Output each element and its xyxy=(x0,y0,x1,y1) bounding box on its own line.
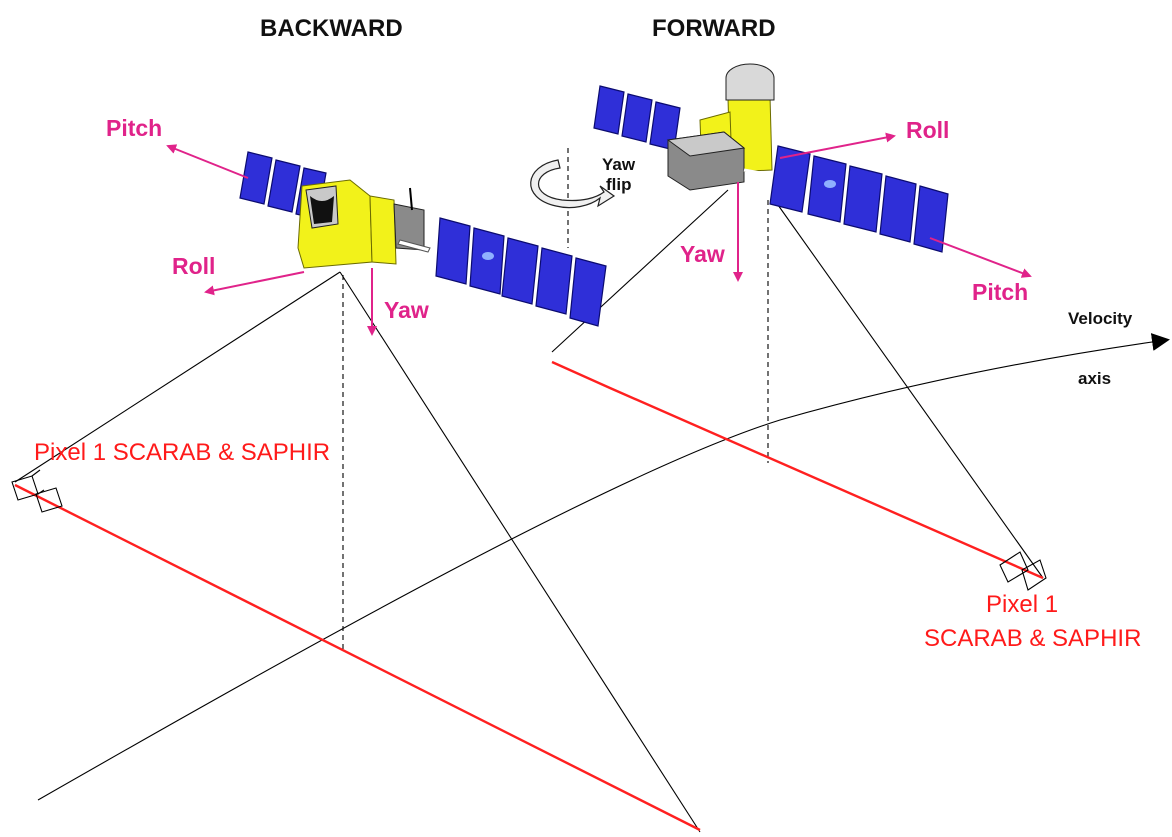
yaw-flip-label-line1: Yaw xyxy=(602,155,636,174)
backward-los-left xyxy=(14,271,341,483)
forward-pitch-label: Pitch xyxy=(972,279,1028,305)
yaw-flip-rotation-icon xyxy=(530,159,616,209)
heading-backward: BACKWARD xyxy=(260,15,403,42)
forward-roll-arrow xyxy=(779,132,896,159)
backward-satellite-body xyxy=(297,179,431,269)
forward-right-solar-array xyxy=(769,145,949,253)
forward-pixel-label-line2: SCARAB & SAPHIR xyxy=(924,625,1141,652)
backward-right-solar-array xyxy=(435,217,607,327)
backward-yaw-label: Yaw xyxy=(384,297,429,323)
forward-pixel-label-line1: Pixel 1 xyxy=(986,591,1058,618)
backward-pitch-arrow xyxy=(166,144,249,179)
forward-los-left xyxy=(551,189,729,353)
forward-yaw-label: Yaw xyxy=(680,241,725,267)
forward-pitch-arrow xyxy=(929,237,1032,278)
forward-los-right xyxy=(777,204,1044,579)
backward-pixel-label: Pixel 1 SCARAB & SAPHIR xyxy=(34,439,330,466)
velocity-axis-curve xyxy=(37,333,1170,801)
forward-satellite xyxy=(593,63,1032,282)
yaw-flip-label-line2: flip xyxy=(606,175,632,194)
velocity-axis-label-line1: Velocity xyxy=(1068,309,1133,328)
forward-pixel-footprint xyxy=(999,551,1047,591)
backward-satellite xyxy=(166,144,607,336)
forward-satellite-body xyxy=(666,63,779,191)
velocity-axis-label-line2: axis xyxy=(1078,369,1111,388)
heading-forward: FORWARD xyxy=(652,15,776,42)
forward-ground-track-red xyxy=(551,360,1044,580)
backward-pitch-label: Pitch xyxy=(106,115,162,141)
backward-ground-track-red xyxy=(14,483,701,832)
backward-roll-arrow xyxy=(204,271,305,296)
forward-roll-label: Roll xyxy=(906,117,949,143)
forward-left-solar-array xyxy=(593,85,681,151)
backward-pixel-footprint xyxy=(11,469,63,513)
backward-los-right xyxy=(339,271,701,833)
backward-roll-label: Roll xyxy=(172,253,215,279)
